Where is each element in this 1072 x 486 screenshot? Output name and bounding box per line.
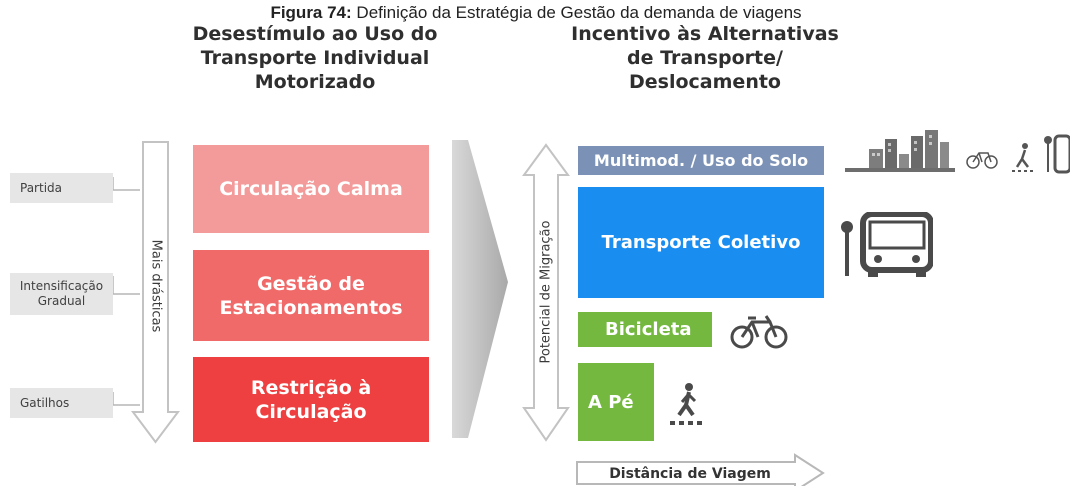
caption-text: Definição da Estratégia de Gestão da dem… bbox=[351, 3, 802, 22]
left-heading-line-3: Motorizado bbox=[254, 71, 376, 93]
box-multimodal-label: Multimod. / Uso do Solo bbox=[593, 151, 809, 170]
bus-stop-icon bbox=[1044, 134, 1070, 174]
pedestrian-icon bbox=[1012, 143, 1033, 172]
figure-caption: Figura 74: Definição da Estratégia de Ge… bbox=[0, 3, 1072, 23]
right-heading-line-1: Incentivo às Alternativas bbox=[571, 23, 839, 45]
box-gestao-estacionamentos-label: Gestão de Estacionamentos bbox=[219, 272, 403, 319]
right-heading-line-2: de Transporte/ bbox=[627, 47, 783, 69]
left-axis-label: Mais drásticas bbox=[148, 239, 164, 333]
bicycle-icon bbox=[730, 315, 788, 349]
side-label-connectors bbox=[112, 177, 140, 406]
box-restricao-circulacao: Restrição à Circulação bbox=[193, 357, 429, 442]
left-vertical-arrow bbox=[131, 141, 180, 444]
box-bicicleta-label: Bicicleta bbox=[605, 319, 692, 340]
bottom-distance-arrow bbox=[576, 453, 825, 486]
bus-icon bbox=[841, 212, 933, 277]
right-axis-label: Potencial de Migração bbox=[538, 220, 554, 364]
side-label-partida-text: Partida bbox=[20, 180, 62, 195]
side-label-intensificacao-text: Intensificação Gradual bbox=[19, 279, 104, 308]
caption-prefix: Figura 74: bbox=[270, 3, 352, 22]
right-heading-line-3: Deslocamento bbox=[629, 71, 781, 93]
box-transporte-coletivo: Transporte Coletivo bbox=[578, 187, 824, 298]
box-a-pe: A Pé bbox=[578, 363, 654, 441]
box-restricao-circulacao-label: Restrição à Circulação bbox=[250, 376, 372, 423]
side-label-intensificacao: Intensificação Gradual bbox=[10, 273, 113, 315]
right-double-arrow bbox=[522, 143, 570, 442]
box-a-pe-label: A Pé bbox=[588, 391, 634, 413]
bicycle-icon bbox=[966, 152, 998, 169]
pedestrian-icon bbox=[670, 383, 702, 425]
box-multimodal: Multimod. / Uso do Solo bbox=[578, 146, 824, 175]
left-heading: Desestímulo ao Uso do Transporte Individ… bbox=[170, 22, 460, 94]
box-bicicleta: Bicicleta bbox=[578, 312, 712, 347]
box-circulacao-calma: Circulação Calma bbox=[193, 145, 429, 233]
right-heading: Incentivo às Alternativas de Transporte/… bbox=[555, 22, 855, 94]
side-label-partida: Partida bbox=[10, 173, 113, 203]
city-skyline-icon bbox=[845, 130, 955, 172]
bottom-arrow-label: Distância de Viagem bbox=[609, 466, 771, 482]
box-circulacao-calma-label: Circulação Calma bbox=[219, 178, 403, 200]
side-label-gatilhos-text: Gatilhos bbox=[20, 395, 70, 410]
box-transporte-coletivo-label: Transporte Coletivo bbox=[601, 232, 801, 253]
big-transition-arrow bbox=[452, 140, 508, 438]
left-heading-line-1: Desestímulo ao Uso do bbox=[192, 23, 438, 45]
left-heading-line-2: Transporte Individual bbox=[200, 47, 430, 69]
side-label-gatilhos: Gatilhos bbox=[10, 388, 113, 418]
box-gestao-estacionamentos: Gestão de Estacionamentos bbox=[193, 250, 429, 341]
